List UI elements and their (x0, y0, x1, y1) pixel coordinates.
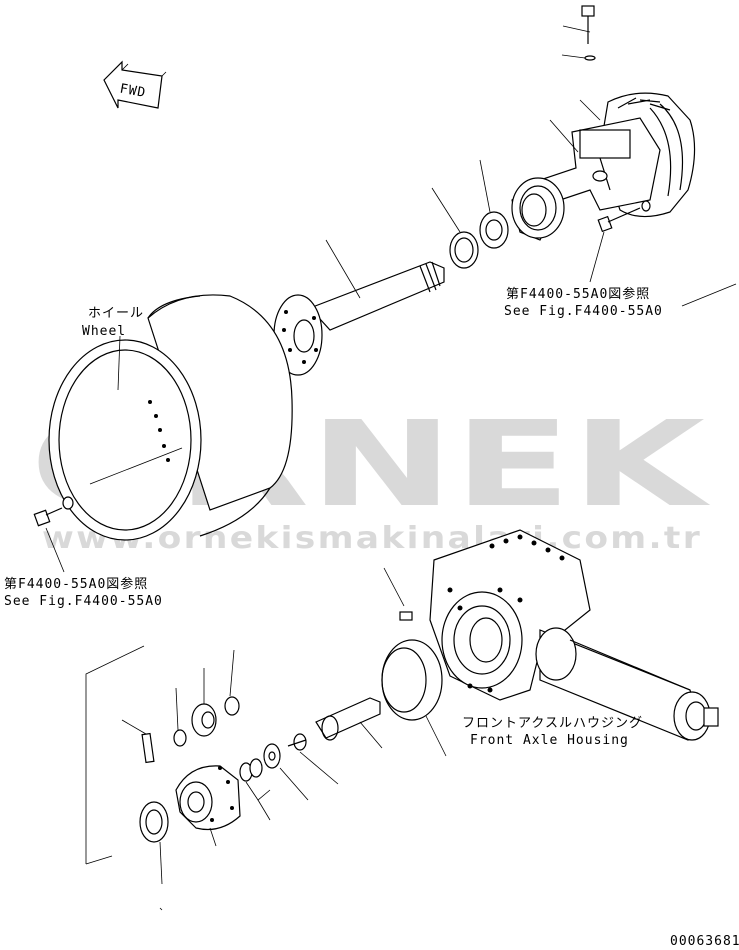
housing-label-jp: フロントアクスルハウジング (462, 716, 643, 731)
washer-plate (263, 743, 309, 801)
fwd-arrow: FWD (103, 60, 167, 109)
housing-bolt-side (589, 200, 651, 283)
drawing-number: 00063681 (670, 934, 739, 949)
housing-bolt-top (561, 5, 596, 61)
dowel-pin (399, 611, 413, 621)
spider-pin (121, 719, 155, 764)
ref-left-jp: 第F4400-55A0図参照 (4, 576, 148, 592)
leader-pin (383, 567, 405, 607)
wheel (48, 294, 293, 541)
leader-ref-top (681, 283, 737, 307)
pinion-shaft (315, 697, 383, 749)
axle-housing-lower (429, 529, 719, 741)
tick-mark (159, 907, 163, 911)
spacer-bolt (287, 733, 339, 785)
differential-case (175, 765, 241, 847)
axle-housing-upper (511, 92, 696, 241)
fwd-label: FWD (119, 82, 148, 101)
ring-gear (381, 639, 447, 757)
bracket-left (85, 645, 145, 864)
housing-label-en: Front Axle Housing (470, 733, 629, 748)
washer-pair (239, 758, 271, 821)
bearing-upper (479, 159, 509, 249)
bracket-bottom (85, 855, 113, 865)
nut (224, 649, 240, 716)
bearing-lower (139, 801, 169, 885)
wheel-label-en: Wheel (82, 324, 126, 339)
side-gear (191, 668, 217, 737)
thrust-washer (173, 687, 187, 747)
ref-left-en: See Fig.F4400-55A0 (4, 594, 163, 609)
wheel-bolt (33, 496, 74, 573)
ref-top-en: See Fig.F4400-55A0 (504, 304, 663, 319)
ref-top-jp: 第F4400-55A0図参照 (506, 286, 650, 302)
seal-upper (431, 187, 479, 269)
wheel-label-jp: ホイール (88, 306, 144, 321)
axle-shaft (273, 239, 445, 376)
